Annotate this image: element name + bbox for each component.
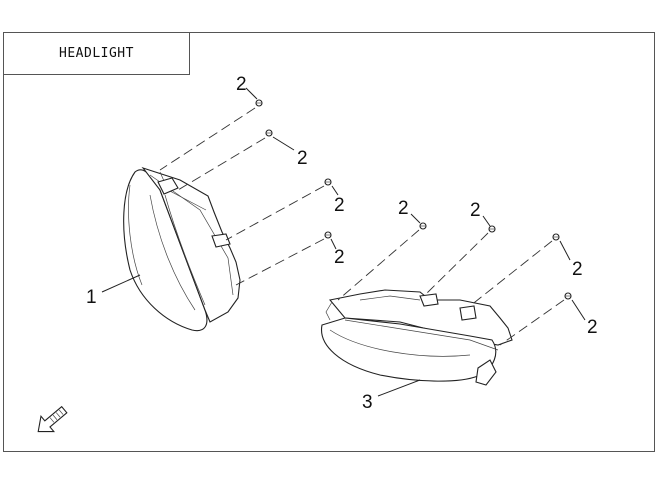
callout-screw-e: 2 bbox=[398, 198, 409, 219]
title-box: HEADLIGHT bbox=[3, 32, 190, 75]
callout-screw-d: 2 bbox=[334, 247, 345, 268]
screw-h bbox=[564, 292, 572, 300]
screw-g bbox=[552, 233, 560, 241]
screw-d bbox=[324, 231, 332, 239]
callout-screw-b: 2 bbox=[297, 148, 308, 169]
callout-screw-h: 2 bbox=[587, 317, 598, 338]
callout-part-1: 1 bbox=[86, 287, 97, 308]
callout-screw-f: 2 bbox=[470, 200, 481, 221]
callout-screw-g: 2 bbox=[572, 259, 583, 280]
leader-lines bbox=[101, 87, 586, 397]
screws bbox=[255, 99, 572, 300]
assembly-lines bbox=[159, 107, 565, 346]
diagram-frame bbox=[3, 32, 655, 452]
screw-a bbox=[255, 99, 263, 107]
page-title: HEADLIGHT bbox=[59, 46, 134, 61]
front-direction-arrow-icon bbox=[37, 405, 68, 433]
left-headlight-assembly bbox=[123, 166, 241, 332]
screw-f bbox=[488, 225, 496, 233]
callout-screw-c: 2 bbox=[334, 195, 345, 216]
callout-part-3: 3 bbox=[362, 392, 373, 413]
screw-b bbox=[265, 129, 273, 137]
screw-e bbox=[419, 222, 427, 230]
right-headlight-assembly bbox=[321, 289, 513, 386]
screw-c bbox=[324, 178, 332, 186]
callout-screw-a: 2 bbox=[236, 74, 247, 95]
